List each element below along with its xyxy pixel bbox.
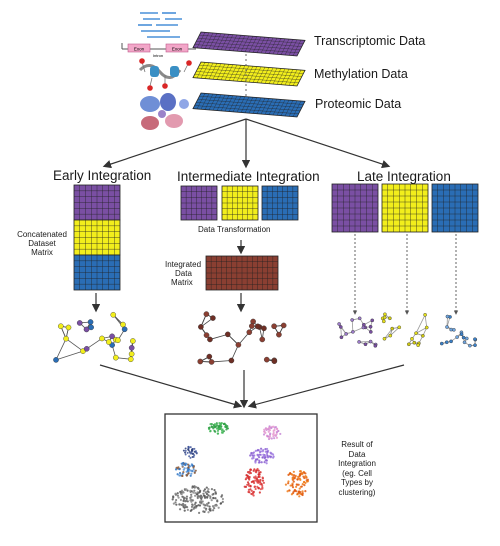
result-box — [164, 413, 318, 523]
gene-structure-icon — [121, 43, 196, 53]
cluster-blue — [174, 461, 197, 478]
transcriptomic-label: Transcriptomic Data — [314, 34, 426, 48]
late-purple-network — [337, 316, 378, 348]
exon-right-label: Exon — [172, 47, 183, 52]
intermediate-purple-block — [180, 185, 218, 221]
intermediate-yellow-block — [221, 185, 259, 221]
cluster-gray — [171, 485, 224, 514]
integrated-matrix-label: Integrated Data Matrix — [165, 260, 202, 288]
early-purple-block — [73, 184, 121, 221]
late-purple-block — [331, 183, 379, 233]
early-blue-block — [73, 254, 121, 291]
late-blue-network — [439, 314, 478, 348]
cluster-pink — [262, 425, 282, 441]
cluster-purple — [249, 447, 275, 465]
methylation-label: Methylation Data — [314, 67, 408, 81]
cluster-networks — [53, 311, 478, 365]
intermediate-network — [197, 311, 287, 365]
distribution-arrows — [102, 118, 391, 169]
omics-layer-stack — [192, 31, 306, 118]
cluster-green — [207, 421, 230, 435]
late-integration-heading: Late Integration — [357, 169, 451, 184]
intermediate-integration-heading: Intermediate Integration — [177, 169, 320, 184]
result-clusters — [171, 421, 310, 514]
late-blue-block — [431, 183, 479, 233]
result-description: Result of Data Integration (eg. Cell Typ… — [338, 440, 376, 497]
cluster-red — [243, 467, 265, 497]
methylation-icon — [138, 58, 192, 91]
late-yellow-network — [380, 312, 429, 347]
early-network — [53, 312, 136, 363]
transcript-reads-icon — [138, 12, 182, 38]
concatenated-matrix-label: Concatenated Dataset Matrix — [17, 230, 67, 258]
transcriptomic-sheet — [192, 31, 306, 57]
intermediate-arrows — [91, 240, 246, 313]
exon-left-label: Exon — [134, 47, 145, 52]
intron-label: Intron — [153, 53, 163, 58]
proteomic-sheet — [192, 92, 306, 118]
proteins-icon — [140, 93, 189, 130]
late-dotted-arrows — [352, 234, 459, 315]
cluster-navy — [182, 445, 198, 459]
intermediate-blue-block — [261, 185, 299, 221]
early-integration-heading: Early Integration — [53, 168, 152, 183]
integrated-matrix — [205, 255, 279, 291]
cluster-orange — [284, 470, 310, 498]
data-transformation-label: Data Transformation — [198, 225, 271, 234]
late-yellow-block — [381, 183, 429, 233]
early-yellow-block — [73, 219, 121, 256]
methylation-sheet — [192, 61, 306, 87]
converging-arrows — [99, 364, 405, 409]
data-matrices — [73, 183, 479, 291]
proteomic-label: Proteomic Data — [315, 97, 402, 111]
